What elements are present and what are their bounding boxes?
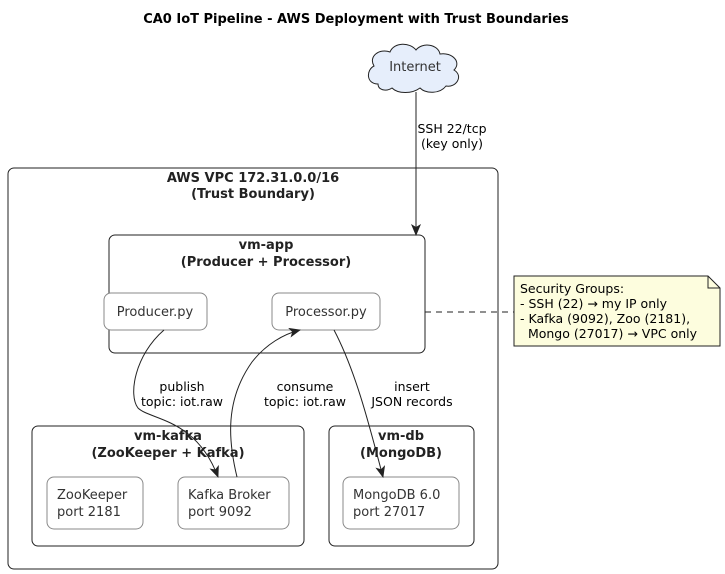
vm-app-title: vm-app [239, 238, 294, 253]
mongodb-port: port 27017 [353, 505, 425, 520]
insert-edge [333, 329, 386, 478]
consume-label-line1: consume [277, 379, 334, 394]
vm-app-node: vm-app (Producer + Processor) Producer.p… [103, 234, 426, 354]
insert-label-line2: JSON records [370, 394, 452, 409]
publish-label-line1: publish [159, 379, 204, 394]
note-fold [707, 276, 720, 289]
vm-kafka-node: vm-kafka (ZooKeeper + Kafka) ZooKeeper p… [31, 425, 305, 547]
vm-kafka-subtitle: (ZooKeeper + Kafka) [91, 446, 244, 461]
vm-kafka-title: vm-kafka [134, 429, 202, 444]
ssh-label-line2: (key only) [421, 136, 483, 151]
zookeeper-name: ZooKeeper [57, 488, 128, 503]
publish-label-line2: topic: iot.raw [141, 394, 223, 409]
note-line-1: Security Groups: [520, 281, 624, 296]
vm-db-title: vm-db [378, 429, 424, 444]
processor-component [271, 292, 381, 331]
processor-label: Processor.py [285, 305, 367, 320]
ssh-label-line1: SSH 22/tcp [417, 121, 486, 136]
vpc-title: AWS VPC 172.31.0.0/16 [167, 171, 339, 186]
mongodb-name: MongoDB 6.0 [353, 488, 440, 503]
vm-db-subtitle: (MongoDB) [360, 446, 442, 461]
zookeeper-port: port 2181 [57, 505, 121, 520]
internet-label: Internet [389, 60, 441, 75]
publish-edge [133, 329, 219, 478]
consume-edge [230, 327, 301, 478]
note-line-3: - Kafka (9092), Zoo (2181), [520, 311, 690, 326]
mongodb-component [342, 476, 460, 530]
kafka-broker-component [177, 476, 290, 530]
vpc-boundary: AWS VPC 172.31.0.0/16 (Trust Boundary) [7, 167, 499, 570]
kafka-broker-port: port 9092 [188, 505, 252, 520]
kafka-broker-name: Kafka Broker [188, 488, 271, 503]
vm-app-subtitle: (Producer + Processor) [181, 255, 351, 270]
vpc-subtitle: (Trust Boundary) [191, 187, 315, 202]
diagram-title: CA0 IoT Pipeline - AWS Deployment with T… [143, 12, 569, 27]
vm-db-node: vm-db (MongoDB) MongoDB 6.0 port 27017 [328, 425, 475, 547]
cloud-shape [368, 43, 459, 93]
note-shape [513, 275, 721, 347]
internet-cloud: Internet [368, 43, 459, 93]
insert-label-line1: insert [394, 379, 430, 394]
zookeeper-component [46, 476, 144, 530]
edges: SSH 22/tcp (key only) publish topic: iot… [133, 92, 514, 478]
note-line-4: Mongo (27017) → VPC only [520, 326, 698, 341]
security-groups-note: Security Groups: - SSH (22) → my IP only… [513, 275, 721, 347]
consume-label-line2: topic: iot.raw [264, 394, 346, 409]
producer-label: Producer.py [117, 305, 194, 320]
vm-db-frame [328, 425, 475, 547]
producer-component [103, 292, 208, 331]
vm-kafka-frame [31, 425, 305, 547]
vpc-frame [7, 167, 499, 570]
note-line-2: - SSH (22) → my IP only [520, 296, 668, 311]
